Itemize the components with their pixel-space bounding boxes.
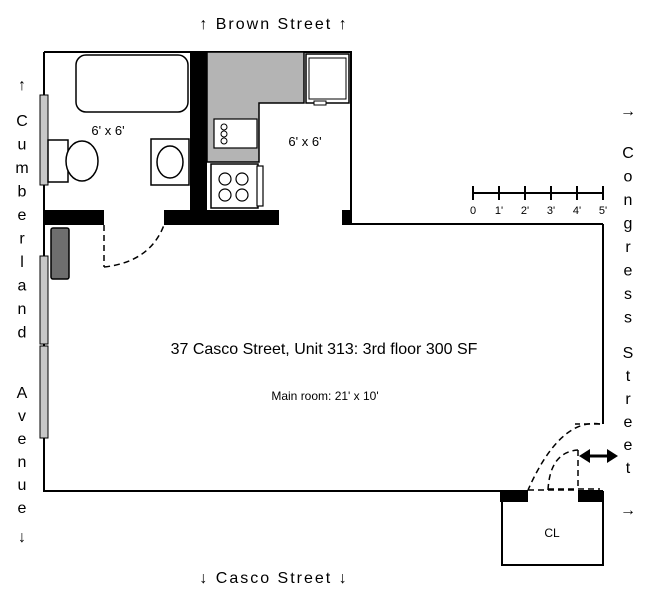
street-letter: g (624, 216, 635, 233)
scale-tick-label: 0 (470, 205, 476, 217)
kitchen: 6' x 6' (206, 51, 350, 209)
street-letter: d (18, 325, 29, 342)
street-letter: e (624, 263, 635, 280)
street-letter: v (18, 408, 28, 425)
street-letter: t (626, 368, 632, 385)
street-letter: r (625, 239, 632, 256)
street-letter: s (624, 286, 634, 303)
interior-walls (44, 52, 603, 502)
bathroom-size-label: 6' x 6' (91, 123, 124, 138)
scale-tick-label: 5' (599, 205, 607, 217)
street-label-brown: ↑ Brown Street ↑ (199, 16, 348, 33)
street-letter: m (15, 160, 30, 177)
street-letter: o (624, 169, 635, 186)
bathtub-icon (75, 54, 189, 113)
street-letter: t (626, 460, 632, 477)
arrow-down-icon: ↓ (18, 529, 28, 546)
street-letter: e (18, 207, 29, 224)
main-room-size-label: Main room: 21' x 10' (271, 389, 378, 403)
street-letter: u (18, 137, 29, 154)
scale-tick-label: 2' (521, 205, 529, 217)
street-letter: e (18, 431, 29, 448)
window (39, 255, 49, 345)
toilet-icon (47, 139, 99, 183)
street-letter: l (20, 254, 26, 271)
arrow-right-icon: → (620, 103, 638, 120)
unit-title: 37 Casco Street, Unit 313: 3rd floor 300… (171, 341, 478, 358)
scale-tick-label: 4' (573, 205, 581, 217)
street-letter: A (17, 385, 30, 402)
arrow-up-icon: ↑ (18, 77, 28, 94)
street-letter: C (16, 113, 30, 130)
closet-label: CL (544, 526, 560, 540)
street-letter: u (18, 477, 29, 494)
bathroom-door (103, 224, 165, 268)
street-letter: r (19, 231, 26, 248)
street-letter: e (624, 437, 635, 454)
street-letter: C (622, 145, 636, 162)
street-letter: a (18, 278, 29, 295)
street-letter: n (18, 301, 29, 318)
street-letter: e (624, 414, 635, 431)
street-letter: b (18, 184, 29, 201)
cooktop-icon (213, 118, 258, 149)
entry-arrow-icon (579, 449, 618, 463)
street-label-casco: ↓ Casco Street ↓ (199, 570, 348, 587)
refrigerator-icon (305, 53, 350, 106)
scale-tick-label: 1' (495, 205, 503, 217)
closet-door (528, 449, 600, 491)
arrow-right-icon: → (620, 502, 638, 519)
window (39, 94, 49, 186)
street-letter: n (18, 454, 29, 471)
stove-icon (210, 163, 264, 209)
bathroom: 6' x 6' (47, 54, 190, 186)
scale-bar: 0 1' 2' 3' 4' 5' (470, 186, 607, 217)
street-letter: n (624, 192, 635, 209)
street-letter: r (625, 391, 632, 408)
outer-walls (43, 51, 604, 566)
street-letter: S (623, 345, 636, 362)
street-letter: s (624, 310, 634, 327)
street-label-street: Street (623, 345, 636, 477)
entry-door (527, 422, 601, 491)
window (39, 345, 49, 439)
cabinet (50, 227, 70, 280)
street-letter: e (18, 500, 29, 517)
sink-icon (150, 138, 190, 186)
scale-tick-label: 3' (547, 205, 555, 217)
kitchen-size-label: 6' x 6' (288, 134, 321, 149)
